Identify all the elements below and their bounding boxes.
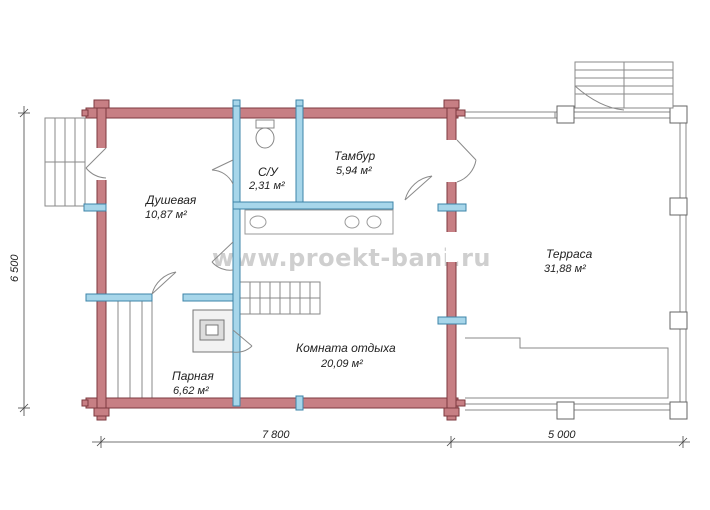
room-wc: С/У 2,31 м² bbox=[248, 165, 285, 192]
door-swings bbox=[85, 139, 477, 353]
terrace-posts bbox=[556, 105, 688, 420]
room-vestibule-name: Тамбур bbox=[334, 149, 375, 163]
dimension-depth: 6 500 bbox=[9, 254, 21, 282]
room-terrace-name: Терраса bbox=[546, 247, 593, 261]
room-rest-area: 20,09 м² bbox=[320, 358, 363, 370]
stove bbox=[192, 309, 234, 353]
dimension-vertical: 6 500 bbox=[9, 106, 30, 416]
room-steam: Парная 6,62 м² bbox=[172, 369, 214, 397]
terrace-outline bbox=[465, 111, 687, 412]
room-steam-name: Парная bbox=[172, 369, 214, 383]
partition-walls bbox=[83, 99, 467, 411]
windows bbox=[96, 107, 556, 371]
room-terrace-area: 31,88 м² bbox=[544, 263, 586, 275]
room-wc-name: С/У bbox=[258, 165, 279, 179]
room-shower: Душевая 10,87 м² bbox=[144, 193, 197, 221]
staircase bbox=[239, 281, 321, 315]
room-wc-area: 2,31 м² bbox=[248, 180, 285, 192]
room-vestibule-area: 5,94 м² bbox=[336, 165, 372, 177]
counter bbox=[244, 209, 394, 235]
dimension-main-width: 7 800 bbox=[262, 429, 290, 441]
dimension-terrace-width: 5 000 bbox=[548, 429, 576, 441]
wall-openings bbox=[96, 140, 457, 262]
room-steam-area: 6,62 м² bbox=[173, 385, 209, 397]
terrace-steps bbox=[574, 61, 674, 111]
room-shower-area: 10,87 м² bbox=[145, 209, 187, 221]
dimension-horizontal: 7 800 5 000 bbox=[92, 429, 690, 448]
toilet bbox=[255, 119, 275, 149]
steam-bench bbox=[105, 299, 153, 399]
room-shower-name: Душевая bbox=[144, 193, 197, 207]
room-vestibule: Тамбур 5,94 м² bbox=[334, 149, 375, 177]
room-terrace: Терраса 31,88 м² bbox=[544, 247, 593, 275]
room-rest: Комната отдыха 20,09 м² bbox=[296, 341, 396, 370]
entrance-steps bbox=[44, 117, 86, 207]
room-rest-name: Комната отдыха bbox=[296, 341, 396, 355]
watermark: www.proekt-bani.ru bbox=[212, 244, 491, 272]
